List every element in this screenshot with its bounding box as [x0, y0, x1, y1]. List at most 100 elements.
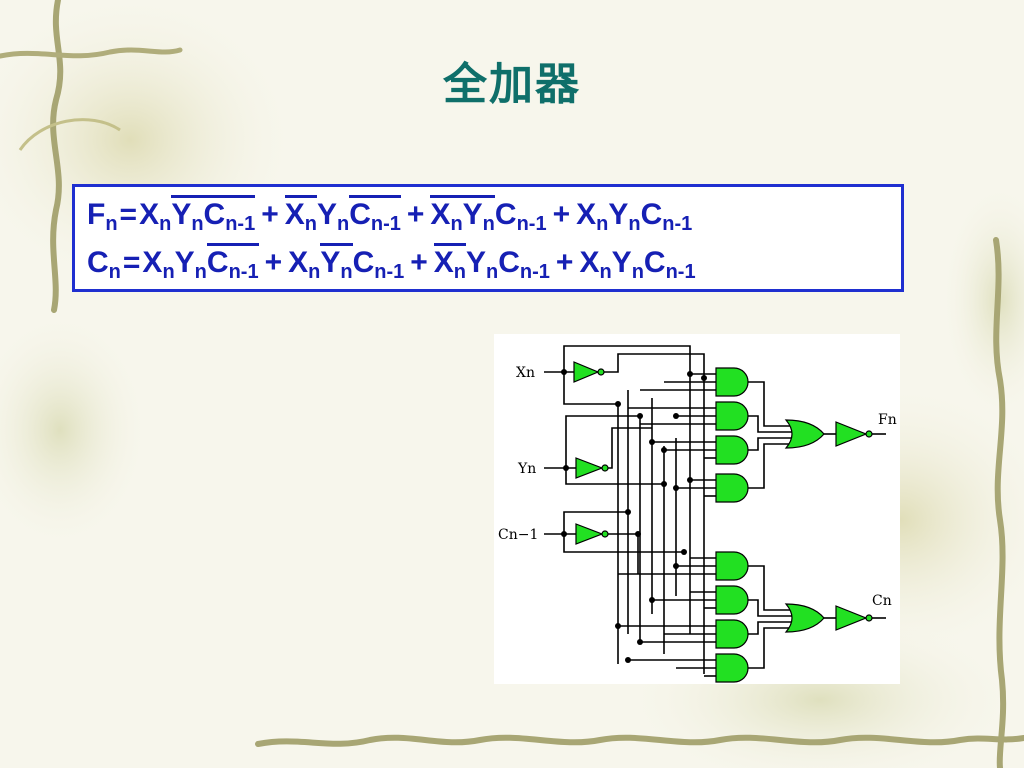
variable-subscript: n — [596, 213, 609, 235]
and-gate-3 — [715, 435, 749, 465]
operator: + — [555, 246, 574, 279]
not-gate-yn — [575, 457, 604, 479]
variable-letter: C — [349, 198, 371, 231]
variable-letter: Y — [466, 246, 487, 279]
variable-subscript: n — [486, 261, 499, 283]
variable-letter: X — [576, 198, 597, 231]
negated-variable: Yn — [320, 243, 353, 284]
input-label-xn: Xn — [516, 365, 535, 381]
circuit-wires — [544, 345, 886, 677]
not-bubble-yn — [601, 464, 609, 472]
variable-subscript: n — [599, 261, 612, 283]
variable: Cn — [87, 246, 121, 284]
variable-subscript: n — [304, 213, 317, 235]
variable-letter: X — [288, 246, 309, 279]
or-gate-fn — [784, 419, 825, 449]
variable-subscript: n — [340, 261, 353, 283]
variable-letter: Y — [174, 246, 195, 279]
and-gate-5 — [715, 551, 749, 581]
not-bubble-cn1 — [601, 530, 609, 538]
or-gates — [784, 419, 825, 633]
not-bubble-xn — [597, 368, 605, 376]
variable-letter: C — [498, 246, 520, 279]
negated-variable: Yn — [171, 195, 204, 236]
sum-equation: Fn=XnYnCn-1+XnYnCn-1+XnYnCn-1+XnYnCn-1 — [87, 195, 692, 243]
negated-variable: Cn-1 — [349, 195, 401, 236]
output-label-fn: Fn — [878, 412, 897, 428]
variable: Cn-1 — [641, 198, 693, 236]
output-label-cn: Cn — [872, 593, 892, 609]
carry-equation: Cn=XnYnCn-1+XnYnCn-1+XnYnCn-1+XnYnCn-1 — [87, 243, 696, 291]
variable-letter: X — [142, 246, 163, 279]
input-label-yn: Yn — [517, 461, 536, 477]
variable: Xn — [139, 198, 171, 236]
variable-subscript: n — [194, 261, 207, 283]
variable-letter: C — [643, 246, 666, 279]
variable: Xn — [579, 246, 611, 284]
not-gate-xn — [573, 361, 600, 383]
variable-subscript: n — [191, 213, 204, 235]
variable-subscript: n — [631, 261, 644, 283]
operator: = — [122, 246, 141, 279]
variable-subscript: n — [337, 213, 350, 235]
buffer-bubble-cn — [865, 614, 873, 622]
slide-title: 全加器 — [443, 59, 581, 110]
and-gate-7 — [715, 619, 749, 649]
buffer-cn — [835, 605, 868, 631]
variable-letter: C — [494, 198, 517, 231]
formula-box: Fn=XnYnCn-1+XnYnCn-1+XnYnCn-1+XnYnCn-1 C… — [72, 184, 904, 292]
wire-junctions — [561, 369, 707, 663]
variable: Cn-1 — [495, 198, 547, 236]
negated-variable: Xn — [284, 195, 317, 236]
variable: Yn — [317, 198, 349, 236]
variable-letter: X — [284, 198, 305, 231]
buffer-fn — [835, 421, 868, 447]
not-gate-cn1 — [575, 523, 604, 545]
operator: + — [261, 198, 279, 231]
variable-subscript: n — [482, 213, 495, 235]
variable-letter: C — [640, 198, 663, 231]
variable-subscript: n — [108, 261, 121, 283]
variable-letter: C — [352, 246, 375, 279]
variable-letter: C — [203, 198, 226, 231]
variable: Fn — [87, 198, 118, 236]
variable-subscript: n — [162, 261, 175, 283]
negated-variable: Xn — [430, 195, 463, 236]
not-gates — [573, 361, 873, 631]
negated-variable: Yn — [462, 195, 495, 236]
input-label-cn1: Cn−1 — [498, 527, 538, 543]
variable-letter: Y — [316, 198, 337, 231]
variable: Yn — [175, 246, 207, 284]
variable-letter: Y — [320, 246, 341, 279]
variable-letter: X — [430, 198, 451, 231]
variable-subscript: n — [159, 213, 172, 235]
variable-subscript: n — [450, 213, 463, 235]
variable-letter: Y — [611, 246, 632, 279]
variable-letter: Y — [171, 198, 192, 231]
variable: Yn — [612, 246, 644, 284]
operator: + — [552, 198, 571, 231]
variable-letter: X — [433, 246, 454, 279]
variable-subscript: n-1 — [225, 213, 256, 235]
variable-subscript: n-1 — [519, 261, 550, 283]
variable-subscript: n — [453, 261, 466, 283]
variable-subscript: n-1 — [228, 261, 259, 283]
variable-subscript: n — [308, 261, 321, 283]
or-gate-cn — [784, 603, 825, 633]
operator: + — [406, 198, 425, 231]
and-gates — [715, 367, 749, 683]
operator: = — [119, 198, 138, 231]
variable-subscript: n-1 — [516, 213, 547, 235]
negated-variable: Cn-1 — [206, 243, 259, 284]
and-gate-6 — [715, 585, 749, 615]
and-gate-8 — [715, 653, 749, 683]
variable-letter: C — [87, 246, 109, 279]
operator: + — [410, 246, 428, 279]
and-gate-1 — [715, 367, 749, 397]
and-gate-4 — [715, 473, 749, 503]
variable-subscript: n-1 — [665, 261, 696, 283]
variable: Yn — [466, 246, 498, 284]
variable: Xn — [142, 246, 174, 284]
variable-subscript: n — [628, 213, 641, 235]
variable: Cn-1 — [644, 246, 696, 284]
